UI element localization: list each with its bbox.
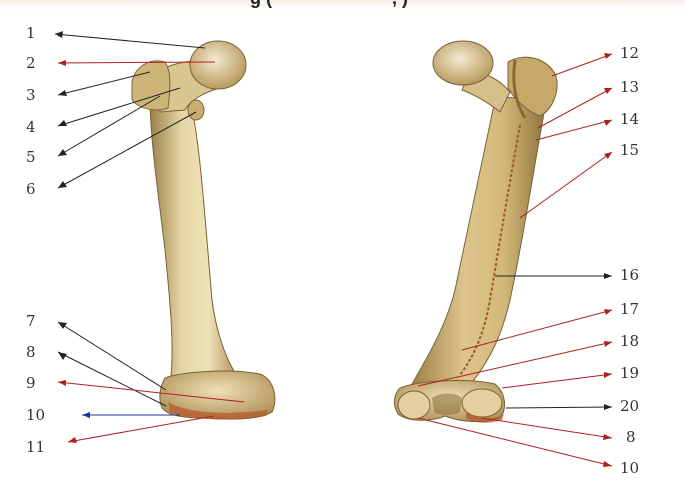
right-femur (394, 41, 557, 423)
right-labels: 12 13 14 15 16 17 18 19 20 8 10 (620, 44, 639, 477)
leader-8-right (482, 418, 612, 438)
label-12: 12 (620, 44, 639, 62)
right-intercondylar-fossa (432, 394, 462, 416)
right-arrowheads (603, 53, 612, 467)
right-lateral-condyle (462, 389, 502, 417)
label-6: 6 (26, 180, 36, 198)
label-20: 20 (620, 397, 639, 415)
arrow-2 (58, 60, 66, 66)
label-3: 3 (26, 86, 36, 104)
label-14: 14 (620, 110, 639, 128)
arrow-8-right (603, 434, 612, 440)
leader-5 (58, 96, 160, 156)
leader-19 (502, 374, 612, 388)
arrow-3 (58, 90, 67, 96)
left-femoral-head (190, 41, 246, 89)
right-femoral-head (433, 41, 493, 85)
arrow-11 (68, 437, 77, 443)
label-2: 2 (26, 54, 36, 72)
arrow-19 (604, 372, 612, 378)
label-1: 1 (26, 24, 36, 42)
leader-20 (506, 407, 612, 408)
left-femur (132, 41, 275, 419)
label-13: 13 (620, 78, 639, 96)
leader-12 (552, 54, 612, 76)
arrow-1 (55, 31, 63, 38)
leader-8 (58, 352, 166, 406)
arrow-20 (604, 404, 612, 410)
arrow-13 (604, 88, 612, 94)
arrow-18 (604, 341, 612, 347)
left-greater-trochanter (132, 61, 170, 110)
leader-11 (68, 416, 214, 442)
arrow-14 (604, 120, 612, 126)
left-labels: 1 2 3 4 5 6 7 8 9 10 11 (26, 24, 45, 456)
arrow-15 (604, 152, 612, 159)
left-femur-shaft (150, 91, 240, 385)
label-8: 8 (26, 343, 36, 361)
leader-7 (58, 322, 166, 390)
label-18: 18 (620, 332, 639, 350)
label-17: 17 (620, 300, 639, 318)
arrow-6 (58, 181, 67, 188)
arrow-10-right (603, 461, 612, 467)
arrow-8 (58, 352, 67, 360)
leader-10-right (418, 418, 612, 466)
arrow-5 (58, 149, 67, 156)
label-8-right: 8 (626, 428, 636, 446)
label-16: 16 (620, 266, 639, 284)
label-19: 19 (620, 364, 639, 382)
left-lesser-trochanter (188, 100, 204, 120)
arrow-16 (604, 273, 612, 279)
arrow-9 (58, 380, 66, 386)
label-15: 15 (620, 141, 639, 159)
arrow-4 (58, 120, 67, 126)
label-10: 10 (26, 406, 45, 424)
right-femur-shaft (410, 98, 545, 388)
left-arrowheads (55, 31, 90, 443)
arrow-12 (604, 53, 612, 59)
arrow-10 (82, 412, 90, 418)
arrow-7 (58, 322, 67, 329)
leader-1 (55, 34, 205, 48)
arrow-17 (604, 309, 612, 315)
label-11: 11 (26, 438, 45, 456)
label-4: 4 (26, 118, 36, 136)
right-medial-condyle (398, 391, 430, 419)
label-9: 9 (26, 374, 36, 392)
label-7: 7 (26, 312, 36, 330)
label-10-right: 10 (620, 459, 639, 477)
label-5: 5 (26, 148, 36, 166)
